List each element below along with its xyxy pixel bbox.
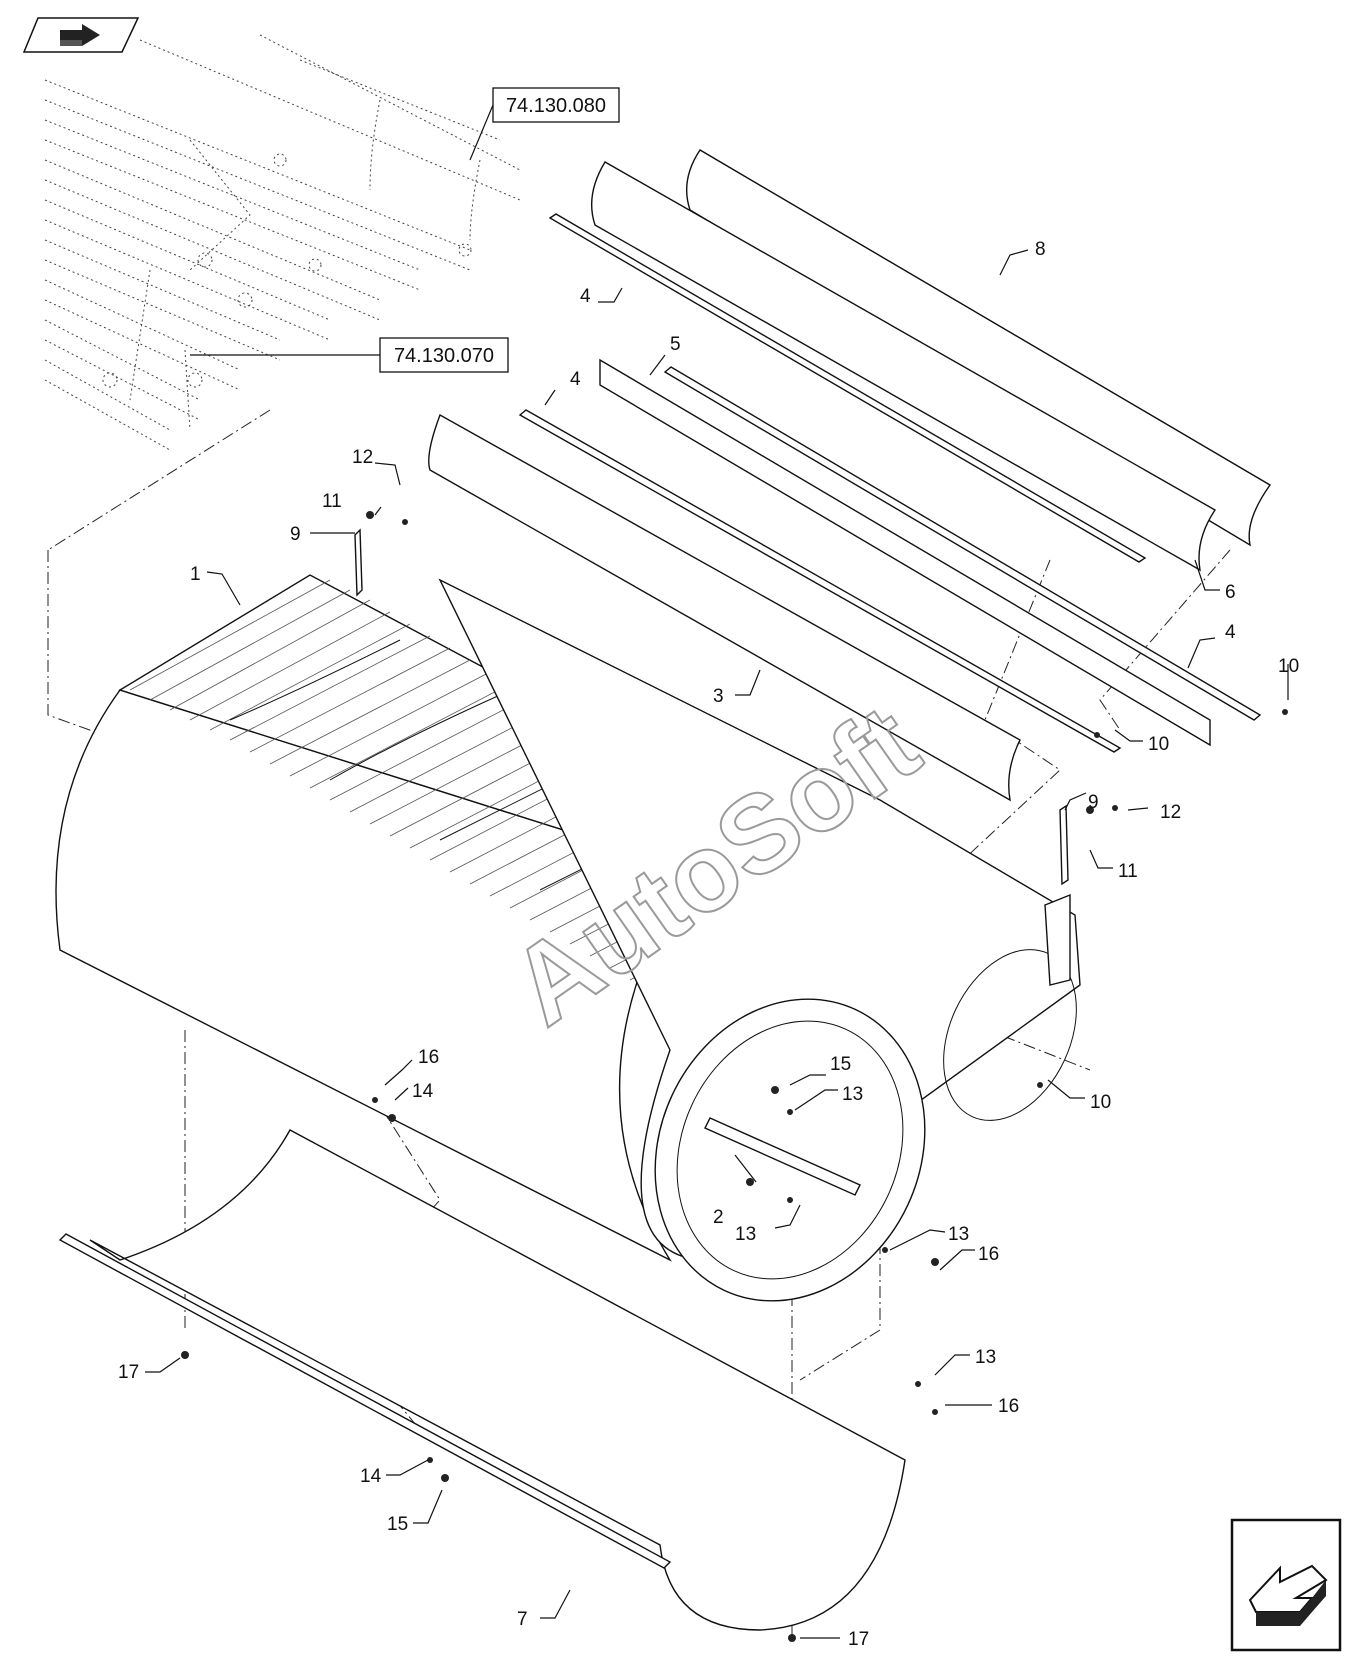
arrow-left-icon[interactable] (1248, 1564, 1328, 1626)
callout-16-upper: 16 (418, 1047, 439, 1068)
reference-upper[interactable]: 74.130.080 (469, 87, 620, 161)
part-9-bracket-left[interactable] (354, 528, 363, 597)
part-6-curved-cover[interactable] (590, 161, 1216, 572)
previous-page-button[interactable] (22, 17, 140, 53)
part-4-strip-middle[interactable] (518, 409, 1122, 753)
callout-2: 2 (713, 1207, 724, 1228)
callout-12-right: 12 (1160, 802, 1181, 823)
callout-3: 3 (713, 686, 724, 707)
callout-10-lower: 10 (1090, 1092, 1111, 1113)
reference-lower-text[interactable]: 74.130.070 (394, 345, 494, 367)
callout-8: 8 (1035, 239, 1046, 260)
callout-11-right: 11 (1118, 861, 1138, 882)
callout-11-left: 11 (322, 491, 342, 512)
callout-5: 5 (670, 334, 681, 355)
callout-15-upper: 15 (830, 1054, 851, 1075)
part-4-strip-right[interactable] (663, 366, 1262, 721)
callout-6: 6 (1225, 582, 1236, 603)
callout-13-outer-bottom: 13 (975, 1347, 996, 1368)
callout-17-left: 17 (118, 1362, 139, 1383)
callout-13-inner-top: 13 (842, 1084, 863, 1105)
callout-4-middle: 4 (570, 369, 581, 390)
callout-7: 7 (517, 1609, 528, 1630)
callout-9-left: 9 (290, 524, 301, 545)
callout-labels: 1 2 3 4 4 4 5 6 7 8 9 9 10 10 10 11 11 1… (118, 239, 1299, 1650)
reference-upper-text[interactable]: 74.130.080 (506, 95, 606, 117)
callout-12-left: 12 (352, 447, 373, 468)
callout-9-right: 9 (1088, 792, 1099, 813)
header-assembly-background (44, 34, 521, 451)
callout-13-inner-bottom: 13 (735, 1224, 756, 1245)
part-5-plate[interactable] (599, 358, 1211, 747)
callout-10-middle: 10 (1148, 734, 1169, 755)
callout-14-lower: 14 (360, 1466, 382, 1487)
callout-16-middle: 16 (978, 1244, 999, 1265)
callout-4-upper: 4 (580, 286, 591, 307)
callout-leaders (145, 249, 1289, 1639)
part-9-bracket-right[interactable] (1059, 804, 1069, 886)
next-page-button[interactable] (1230, 1518, 1342, 1652)
callout-13-outer-top: 13 (948, 1224, 969, 1245)
part-7-lower-pan[interactable] (58, 1129, 906, 1631)
arrow-right-icon[interactable] (60, 24, 100, 46)
fasteners (181, 511, 1288, 1642)
callout-4-right: 4 (1225, 622, 1236, 643)
part-3-angled-plate[interactable] (428, 413, 1021, 802)
callout-15-lower: 15 (387, 1514, 408, 1535)
callout-14-upper: 14 (412, 1081, 434, 1102)
callout-10-right: 10 (1278, 656, 1299, 677)
callout-17-bottom: 17 (848, 1629, 869, 1650)
part-1-drum-housing[interactable] (55, 574, 1102, 1345)
reference-lower[interactable]: 74.130.070 (190, 337, 509, 373)
callout-16-lower: 16 (998, 1396, 1019, 1417)
part-4-strip-upper[interactable] (548, 213, 1147, 563)
callout-1: 1 (190, 564, 201, 585)
